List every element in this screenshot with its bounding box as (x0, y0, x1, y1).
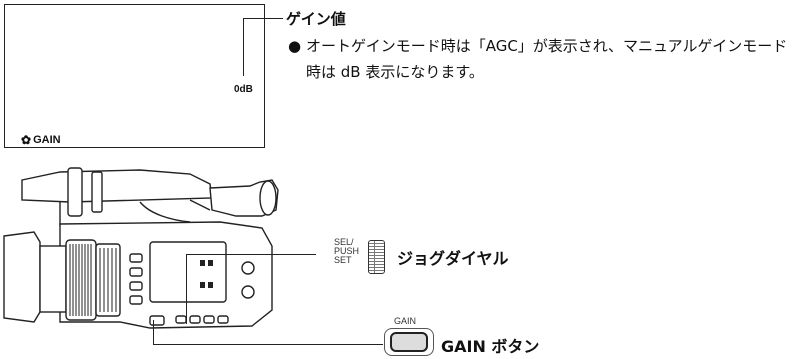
leader-line-gain-value (243, 18, 244, 76)
note-text: オートゲインモード時は「AGC」が表示され、マニュアルゲインモード時は dB 表… (306, 37, 788, 81)
leader-line-gain-value-h (243, 18, 283, 19)
gain-button-small-label: GAIN (394, 316, 417, 326)
gain-mode-label: GAIN (33, 134, 61, 146)
callout-note: ● オートゲインモード時は「AGC」が表示され、マニュアルゲインモード時は dB… (288, 33, 793, 85)
leader-line-jog-dial-v (186, 254, 187, 324)
lcd-screen: 0dB ✿ GAIN (4, 4, 265, 148)
leader-line-jog-dial (186, 254, 316, 255)
bullet-icon: ● (288, 37, 302, 55)
leader-line-gain-button-h (153, 344, 383, 345)
gain-value-display: 0dB (234, 84, 253, 95)
jog-dial-label: ジョグダイヤル (397, 249, 509, 268)
jog-dial-small-label: SEL/ PUSH SET (334, 237, 360, 265)
gain-mode-indicator: ✿ GAIN (21, 134, 61, 146)
leader-line-gain-button (153, 320, 154, 344)
gain-button-label: GAIN ボタン (441, 337, 540, 356)
camera-illustration (3, 167, 279, 329)
gain-button-frame (384, 328, 434, 356)
jog-dial-icon[interactable] (368, 240, 385, 274)
gain-button-icon[interactable] (390, 332, 428, 352)
callout-title-gain-value: ゲイン値 (286, 10, 346, 28)
gear-icon: ✿ (21, 133, 32, 147)
